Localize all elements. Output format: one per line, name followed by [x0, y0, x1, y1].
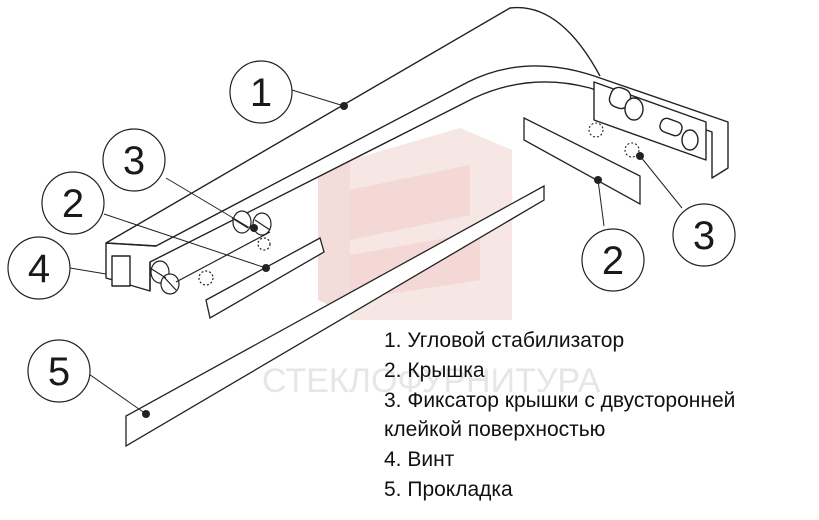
legend-item-3-continued: клейкой поверхностью: [384, 418, 606, 442]
callout-number: 1: [250, 71, 272, 115]
cover-right: [523, 116, 641, 206]
gasket-strip: [125, 184, 545, 448]
callout-number: 3: [693, 214, 715, 258]
callout-3-right: 3: [672, 203, 736, 267]
fixator-right: [588, 122, 640, 158]
corner-stabilizer: [105, 6, 729, 292]
callout-number: 2: [602, 239, 624, 283]
leader-lines: [69, 89, 683, 415]
callout-2-left: 2: [41, 171, 105, 235]
callout-number: 3: [123, 139, 145, 183]
legend-item-2: 2. Крышка: [384, 358, 485, 382]
screw-group-left: [149, 210, 272, 295]
legend-item-5: 5. Прокладка: [384, 477, 513, 501]
legend-item-1: 1. Угловой стабилизатор: [384, 329, 625, 352]
callout-number: 2: [62, 182, 84, 226]
callout-4: 4: [7, 236, 71, 300]
callout-number: 5: [48, 350, 70, 394]
watermark-text: СТЕКЛОФУРНИТУРА: [262, 362, 601, 400]
parts-legend: 1. Угловой стабилизатор 2. Крышка 3. Фик…: [384, 326, 814, 505]
callout-5: 5: [27, 339, 91, 403]
callout-2-right: 2: [581, 228, 645, 292]
callout-3-left: 3: [102, 128, 166, 192]
cover-left: [205, 237, 325, 320]
legend-item-3: 3. Фиксатор крышки с двусторонней: [384, 388, 736, 412]
legend-item-4: 4. Винт: [384, 448, 455, 472]
callout-1: 1: [229, 60, 293, 124]
callout-number: 4: [28, 247, 50, 291]
leader-dots: [142, 102, 644, 418]
